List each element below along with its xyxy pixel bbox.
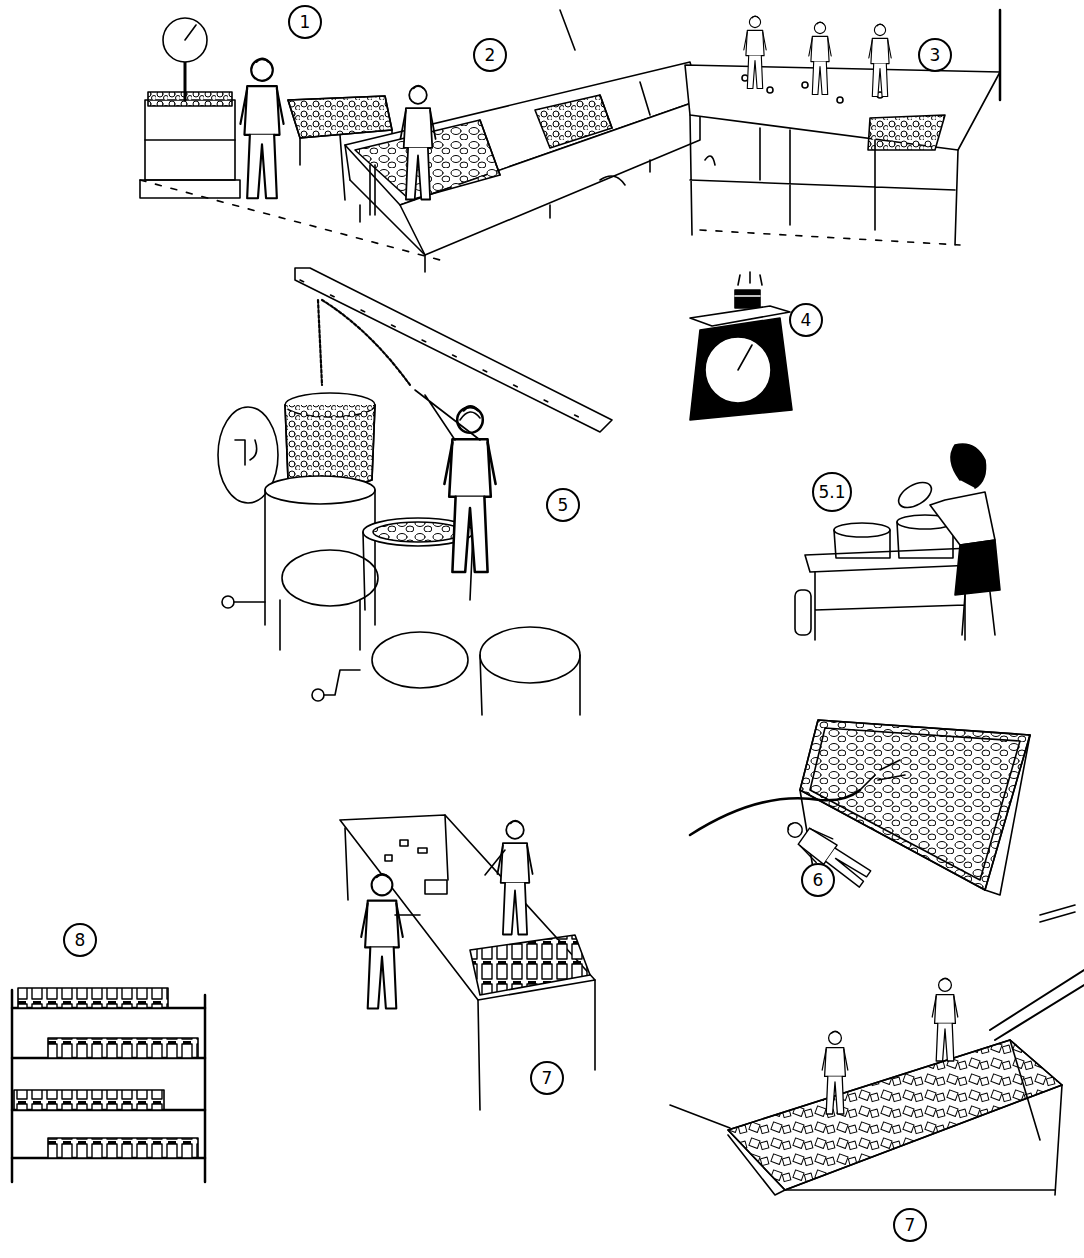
callout-label: 4 bbox=[801, 310, 812, 330]
callout-label: 3 bbox=[930, 45, 941, 65]
storage-shelf bbox=[12, 988, 205, 1182]
callout-label: 8 bbox=[75, 930, 86, 950]
callout-number: 6 bbox=[801, 863, 835, 897]
cooking-scene bbox=[795, 444, 1000, 640]
callout-number: 3 bbox=[918, 38, 952, 72]
callout-number: 2 bbox=[473, 38, 507, 72]
callout-number: 1 bbox=[288, 5, 322, 39]
callout-number: 5.1 bbox=[812, 472, 852, 512]
sorting-scene bbox=[670, 970, 1084, 1195]
callout-label: 5.1 bbox=[818, 482, 845, 502]
callout-number: 7 bbox=[530, 1061, 564, 1095]
callout-label: 7 bbox=[905, 1215, 916, 1235]
labelling-scene bbox=[340, 815, 595, 1110]
callout-label: 2 bbox=[485, 45, 496, 65]
callout-label: 6 bbox=[813, 870, 824, 890]
callout-number: 8 bbox=[63, 923, 97, 957]
callout-label: 1 bbox=[300, 12, 311, 32]
callout-label: 5 bbox=[558, 495, 569, 515]
autoclave-scene bbox=[218, 268, 612, 715]
callout-number: 4 bbox=[789, 303, 823, 337]
drying-scene bbox=[690, 720, 1075, 922]
callout-number: 7 bbox=[893, 1208, 927, 1242]
callout-label: 7 bbox=[542, 1068, 553, 1088]
callout-number: 5 bbox=[546, 488, 580, 522]
kitchen-scale bbox=[690, 272, 792, 420]
reception-scene bbox=[140, 10, 1000, 272]
